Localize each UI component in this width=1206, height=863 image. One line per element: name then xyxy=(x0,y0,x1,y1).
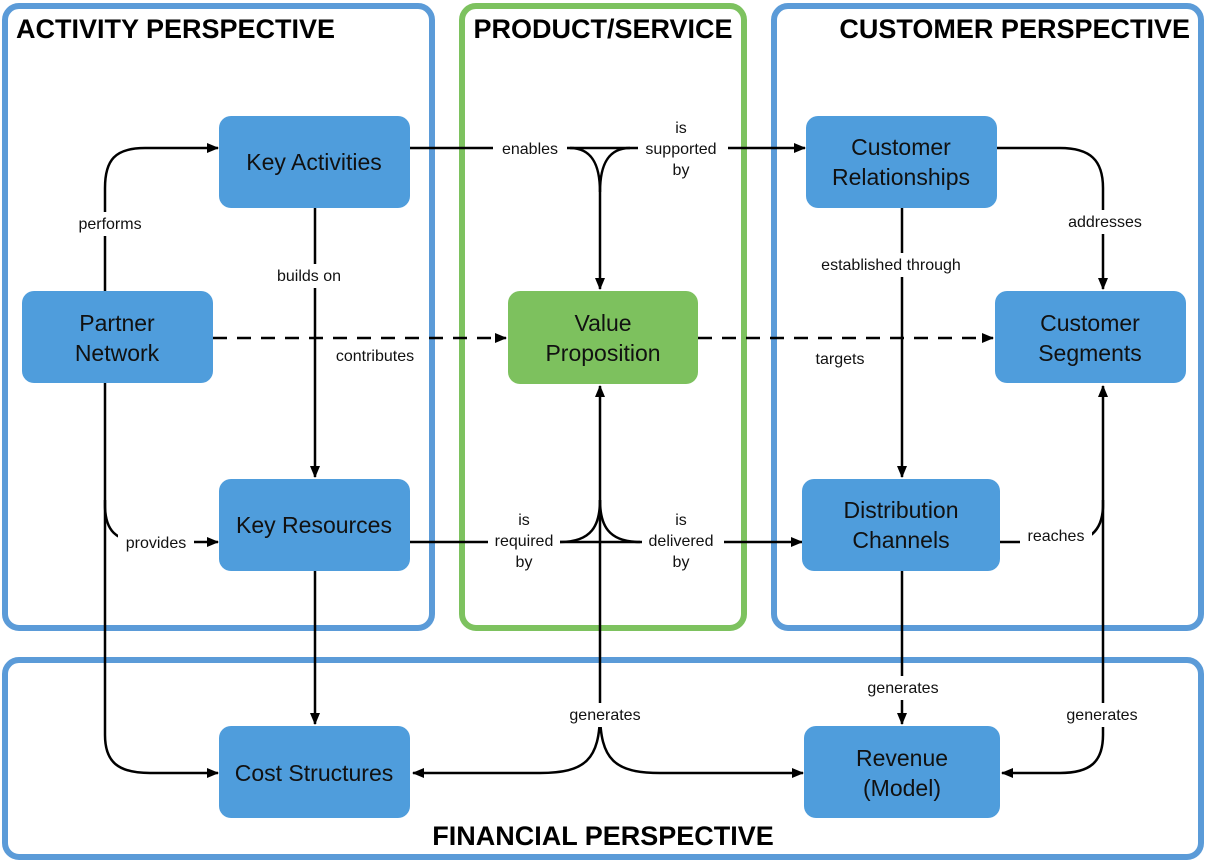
svg-text:addresses: addresses xyxy=(1068,214,1142,231)
svg-text:generates: generates xyxy=(867,680,938,697)
node-customer-segments[interactable]: Customer Segments xyxy=(995,291,1186,383)
svg-text:supported: supported xyxy=(645,141,716,158)
svg-text:generates: generates xyxy=(569,707,640,724)
svg-text:Key Activities: Key Activities xyxy=(246,149,382,175)
node-revenue-model[interactable]: Revenue (Model) xyxy=(804,726,1000,818)
svg-text:enables: enables xyxy=(502,141,558,158)
edge-label-addresses: addresses xyxy=(1060,210,1150,234)
svg-text:by: by xyxy=(673,162,690,179)
svg-text:Partner: Partner xyxy=(79,310,155,336)
svg-text:Customer: Customer xyxy=(851,134,951,160)
edge-label-generates-segments: generates xyxy=(1056,703,1148,727)
node-key-resources[interactable]: Key Resources xyxy=(219,479,410,571)
activity-perspective-frame xyxy=(2,3,435,631)
node-key-activities[interactable]: Key Activities xyxy=(219,116,410,208)
edge-delivered-curve xyxy=(598,499,641,544)
product-perspective-frame xyxy=(459,3,747,631)
svg-text:targets: targets xyxy=(816,351,865,368)
svg-text:required: required xyxy=(495,533,554,550)
edge-label-is-delivered-by: is delivered by xyxy=(642,508,724,572)
edge-relationships-to-segments xyxy=(997,146,1108,290)
customer-perspective-frame xyxy=(771,3,1204,631)
node-value-proposition[interactable]: Value Proposition xyxy=(508,291,698,384)
node-distribution-channels[interactable]: Distribution Channels xyxy=(802,479,1000,571)
edge-label-established-through: established through xyxy=(808,253,974,277)
edge-label-contributes: contributes xyxy=(327,344,423,366)
svg-text:Distribution: Distribution xyxy=(843,497,958,523)
node-cost-structures[interactable]: Cost Structures xyxy=(219,726,410,818)
edge-label-enables: enables xyxy=(493,137,567,161)
svg-text:(Model): (Model) xyxy=(863,775,941,801)
svg-text:Channels: Channels xyxy=(852,527,949,553)
node-partner-network[interactable]: Partner Network xyxy=(22,291,213,383)
svg-text:by: by xyxy=(516,554,533,571)
svg-text:reaches: reaches xyxy=(1028,528,1085,545)
edge-vp-to-cost-structures xyxy=(412,711,602,778)
svg-text:performs: performs xyxy=(78,216,141,233)
activity-perspective-title: ACTIVITY PERSPECTIVE xyxy=(16,14,335,44)
edge-label-generates-channels: generates xyxy=(858,676,948,700)
svg-text:is: is xyxy=(675,120,687,137)
svg-text:generates: generates xyxy=(1066,707,1137,724)
financial-perspective-title: FINANCIAL PERSPECTIVE xyxy=(432,821,774,851)
edge-label-targets: targets xyxy=(808,346,872,368)
node-customer-relationships[interactable]: Customer Relationships xyxy=(806,116,997,208)
svg-text:builds on: builds on xyxy=(277,268,341,285)
svg-text:contributes: contributes xyxy=(336,348,414,365)
edge-channels-to-segments xyxy=(1000,385,1108,544)
svg-text:is: is xyxy=(518,512,530,529)
svg-text:Network: Network xyxy=(75,340,160,366)
edge-label-is-required-by: is required by xyxy=(488,508,560,572)
edge-vp-to-revenue xyxy=(598,711,804,778)
edge-label-generates-center: generates xyxy=(560,703,650,727)
svg-text:Key Resources: Key Resources xyxy=(236,512,392,538)
edge-segments-to-revenue xyxy=(1001,500,1105,778)
product-perspective-title: PRODUCT/SERVICE xyxy=(473,14,732,44)
svg-text:Revenue: Revenue xyxy=(856,745,948,771)
edge-label-is-supported-by: is supported by xyxy=(638,116,728,180)
svg-text:is: is xyxy=(675,512,687,529)
svg-text:Proposition: Proposition xyxy=(545,340,660,366)
edge-partner-to-key-resources xyxy=(103,383,219,547)
edge-label-reaches: reaches xyxy=(1020,524,1092,548)
customer-perspective-title: CUSTOMER PERSPECTIVE xyxy=(839,14,1190,44)
svg-text:Value: Value xyxy=(574,310,631,336)
svg-text:by: by xyxy=(673,554,690,571)
svg-text:Customer: Customer xyxy=(1040,310,1140,336)
edge-label-performs: performs xyxy=(70,212,150,236)
edge-enables-curve xyxy=(569,146,602,193)
edge-partner-to-key-activities xyxy=(103,143,219,291)
svg-text:Relationships: Relationships xyxy=(832,164,970,190)
edge-required-curve xyxy=(559,499,602,544)
svg-text:Segments: Segments xyxy=(1038,340,1142,366)
svg-text:provides: provides xyxy=(126,535,186,552)
edge-supported-curve xyxy=(598,146,631,193)
svg-text:delivered: delivered xyxy=(649,533,714,550)
svg-text:Cost Structures: Cost Structures xyxy=(235,760,394,786)
financial-perspective-frame xyxy=(2,657,1204,860)
edge-partner-to-cost-structures xyxy=(103,500,219,778)
edge-label-builds-on: builds on xyxy=(268,264,352,288)
svg-text:established through: established through xyxy=(821,257,961,274)
edge-label-provides: provides xyxy=(118,531,194,555)
